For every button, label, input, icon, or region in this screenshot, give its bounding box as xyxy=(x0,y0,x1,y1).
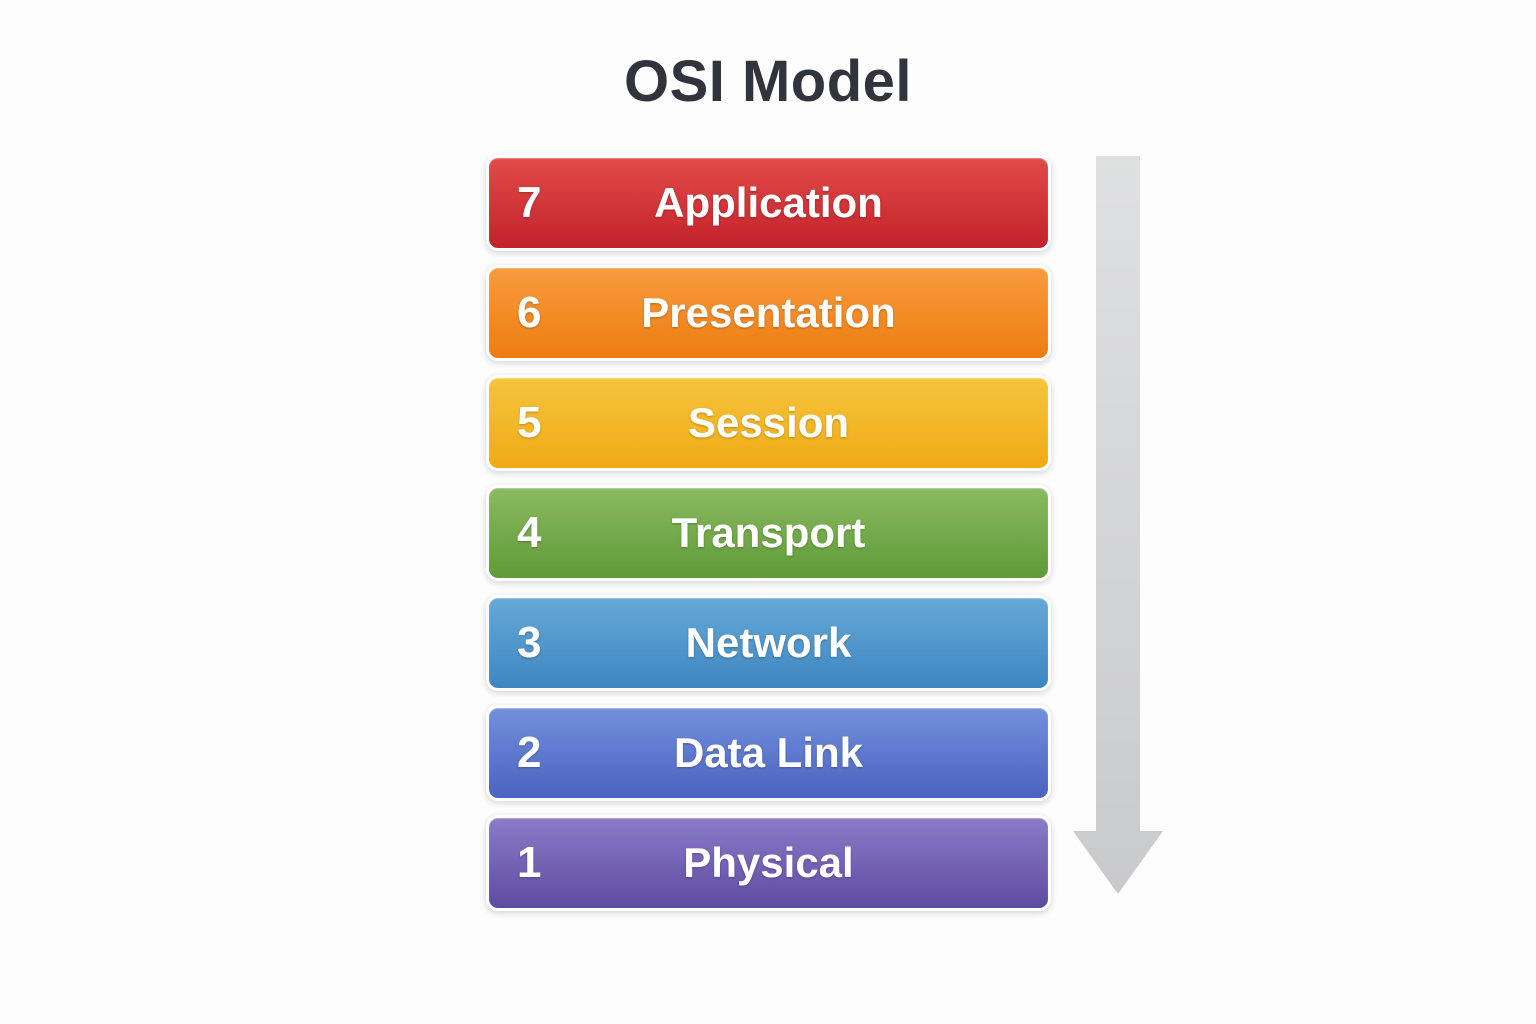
layer-name: Transport xyxy=(671,509,866,556)
layer-name: Application xyxy=(654,179,883,226)
layer-number: 2 xyxy=(517,728,542,777)
layer-name: Network xyxy=(685,619,852,666)
layer-number: 1 xyxy=(517,838,542,887)
layer-name: Physical xyxy=(683,839,854,886)
layer-number: 6 xyxy=(517,288,542,337)
layer-number: 7 xyxy=(517,178,542,227)
layer-name: Presentation xyxy=(641,289,896,336)
layer-row: 1 Physical xyxy=(489,818,1048,908)
layer-name: Session xyxy=(687,399,850,446)
page-title: OSI Model xyxy=(623,49,913,114)
layer-number: 3 xyxy=(517,618,542,667)
layer-stack: 7 Application 6 Presentation 5 Session 4… xyxy=(489,158,1048,928)
layer-name: Data Link xyxy=(673,729,864,776)
layer-row: 3 Network xyxy=(489,598,1048,688)
layer-number: 4 xyxy=(517,508,542,557)
layer-number: 5 xyxy=(517,398,542,447)
down-arrow-icon xyxy=(1073,156,1163,894)
layer-row: 5 Session xyxy=(489,378,1048,468)
layer-row: 7 Application xyxy=(489,158,1048,248)
layer-row: 2 Data Link xyxy=(489,708,1048,798)
layer-row: 6 Presentation xyxy=(489,268,1048,358)
layer-row: 4 Transport xyxy=(489,488,1048,578)
